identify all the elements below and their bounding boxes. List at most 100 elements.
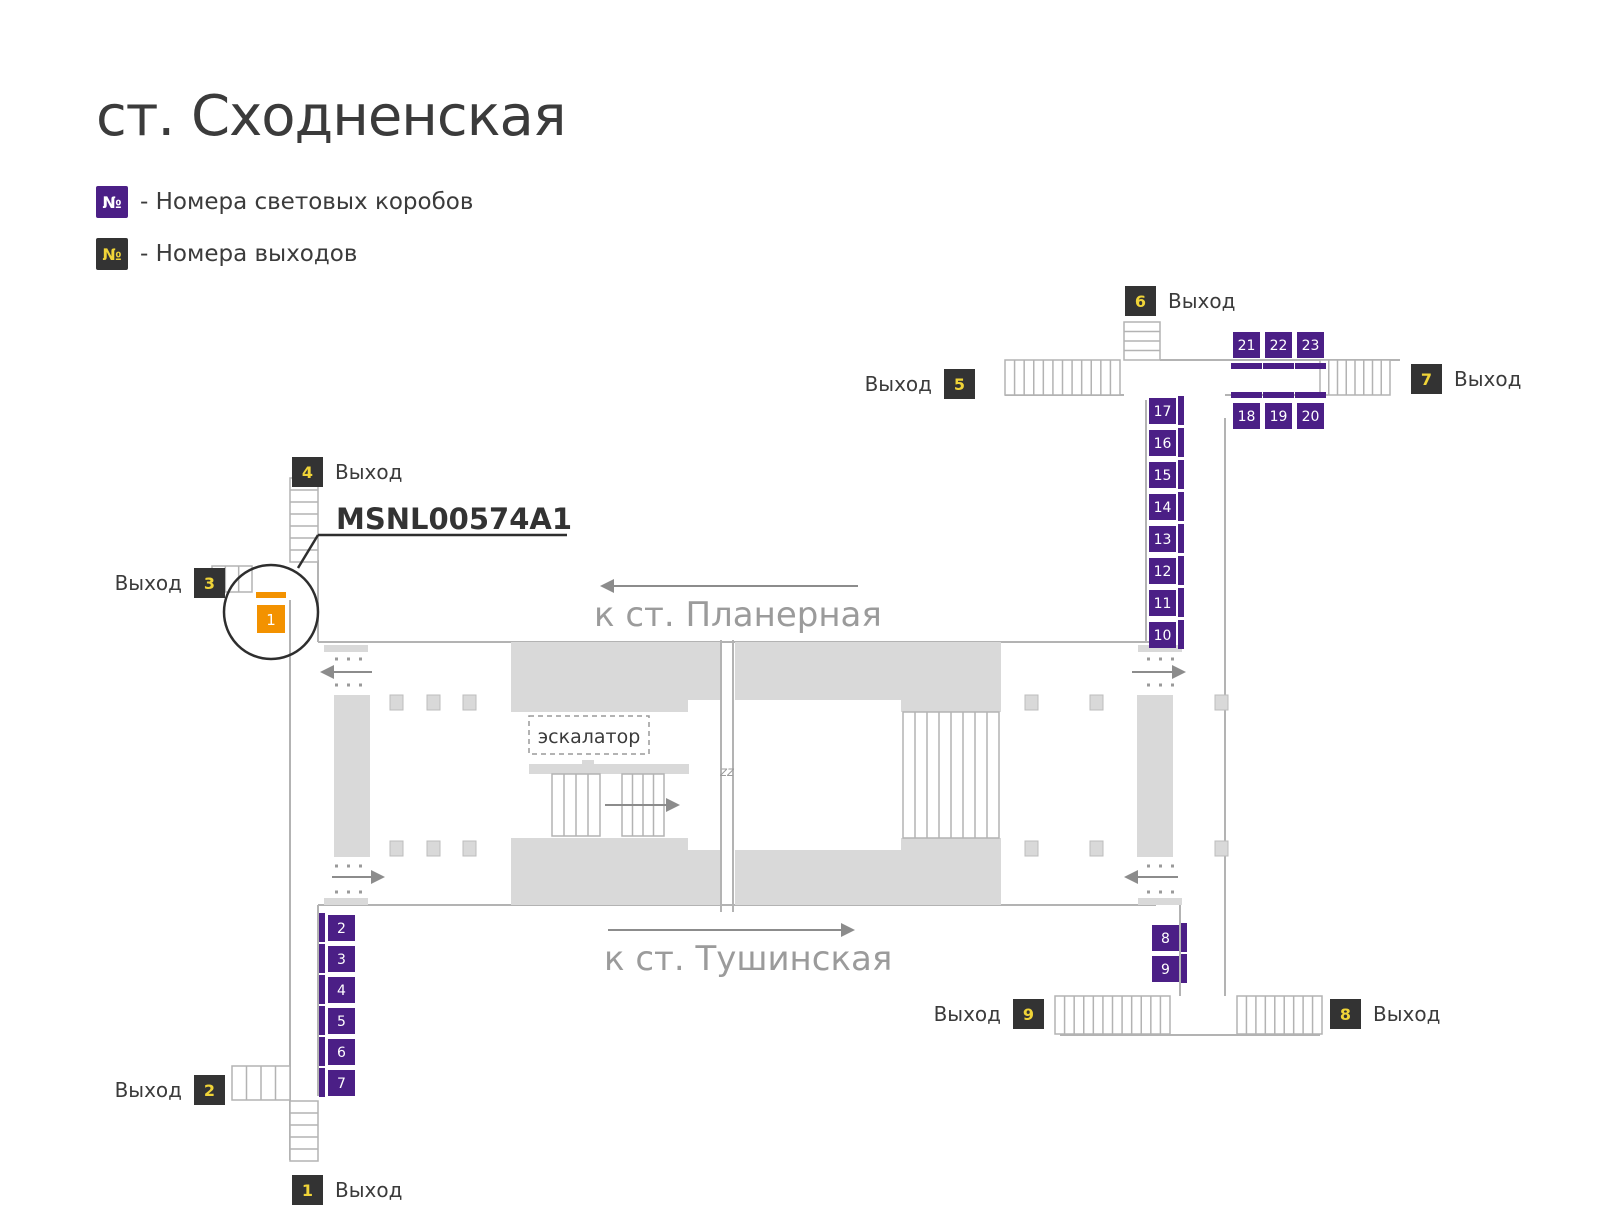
lightbox-number: 4: [337, 983, 346, 999]
exit-number: 1: [302, 1181, 313, 1200]
lightbox-4: 4: [319, 975, 355, 1004]
platform-column: [1214, 694, 1229, 711]
lightbox-number: 22: [1270, 338, 1288, 354]
lightbox-17: 17: [1149, 396, 1184, 425]
doorway-sill: [324, 645, 368, 652]
lightbox-number: 8: [1161, 931, 1170, 947]
platform-column: [1089, 840, 1104, 857]
doorway-arrow: [320, 665, 372, 679]
lightbox-14: 14: [1149, 492, 1184, 521]
exit-badge: [194, 568, 225, 598]
platform-column: [389, 694, 404, 711]
lightbox-20: 20: [1295, 392, 1326, 429]
doorway-sill: [1138, 898, 1182, 905]
lightbox-5: 5: [319, 1006, 355, 1035]
direction-label-top: к ст. Планерная: [594, 595, 882, 635]
track-block: [735, 642, 901, 700]
lightbox-bar: [1178, 620, 1184, 649]
lightbox-22: 22: [1263, 332, 1294, 369]
lightbox-bar: [319, 975, 325, 1004]
exit8-stairs: [1236, 995, 1323, 1035]
lightbox-badge: [1149, 622, 1176, 648]
legend-lightbox-row: № - Номера световых коробов: [96, 186, 473, 218]
lightbox-number: 3: [337, 952, 346, 968]
lightbox-bar: [319, 1037, 325, 1066]
lightbox-badge: [328, 1039, 355, 1065]
exit2-stairs: [231, 1065, 291, 1101]
lightbox-bar: [319, 1006, 325, 1035]
lightbox-badge: [1149, 526, 1176, 552]
lightbox-badge: [328, 977, 355, 1003]
lightbox-19: 19: [1263, 392, 1294, 429]
arrow-head: [1124, 870, 1138, 884]
exit5-stairs: [1004, 359, 1121, 396]
lightbox-number: 20: [1302, 409, 1320, 425]
exit-number: 5: [954, 375, 965, 394]
lightbox-7: 7: [319, 1068, 355, 1097]
track-block: [511, 838, 688, 905]
lightbox-badge: [1149, 494, 1176, 520]
lightbox-number: 15: [1154, 468, 1172, 484]
exit-badge: [292, 457, 323, 487]
lightbox-badge: [1149, 398, 1176, 424]
lightbox-bar: [1178, 524, 1184, 553]
station-title: ст. Сходненская: [96, 84, 567, 149]
lightbox-23: 23: [1295, 332, 1326, 369]
exit4-stairs: [289, 477, 319, 563]
platform-column: [1089, 694, 1104, 711]
escalator-label: эскалатор: [538, 726, 641, 748]
exit7-stairs: [1319, 359, 1391, 396]
lightbox-15: 15: [1149, 460, 1184, 489]
station-structure: [211, 321, 1400, 1162]
doorway-sill: [1138, 645, 1182, 652]
lightbox-badge: [1152, 925, 1179, 951]
lightbox-bar: [1295, 363, 1326, 369]
track-break-mark: zz: [719, 765, 735, 780]
exit-label: Выход: [115, 1078, 182, 1102]
exit-number: 6: [1135, 292, 1146, 311]
lightbox-badge: [328, 1070, 355, 1096]
lightbox-16: 16: [1149, 428, 1184, 457]
exit-badge: [1330, 999, 1361, 1029]
lightbox-21: 21: [1231, 332, 1262, 369]
escalator-steps-left: [551, 773, 601, 837]
lightbox-badge: [1297, 332, 1324, 358]
lightbox-number: 17: [1154, 404, 1172, 420]
platform-bench: [1137, 695, 1173, 857]
exit-label: Выход: [865, 372, 932, 396]
highlight-lightbox-bar: [256, 592, 286, 598]
stairs-outline: [1236, 995, 1323, 1035]
escalator-direction-arrow: [605, 798, 680, 812]
lightbox-badge: [328, 1008, 355, 1034]
track-block: [901, 642, 1001, 712]
lightbox-8: 8: [1152, 923, 1187, 952]
lightbox-number: 13: [1154, 532, 1172, 548]
lightbox-bar: [319, 913, 325, 942]
highlight-lightbox-number: 1: [266, 611, 276, 629]
lightbox-number: 19: [1270, 409, 1288, 425]
lightbox-number: 11: [1154, 596, 1172, 612]
lightbox-badge: [1297, 403, 1324, 429]
lightbox-badge: [1149, 430, 1176, 456]
direction-label-bottom: к ст. Тушинская: [604, 939, 892, 979]
lightbox-bar: [1178, 428, 1184, 457]
exit-label: Выход: [335, 1178, 402, 1202]
track-block: [688, 850, 720, 905]
lightbox-number: 16: [1154, 436, 1172, 452]
platform-column: [462, 840, 477, 857]
exit-number: 9: [1023, 1005, 1034, 1024]
exit-label: Выход: [1454, 367, 1521, 391]
lightbox-18: 18: [1231, 392, 1262, 429]
platform-column: [389, 840, 404, 857]
track-block: [688, 642, 720, 700]
lightbox-10: 10: [1149, 620, 1184, 649]
exit-number: 4: [302, 463, 313, 482]
exit1-stairs: [289, 1100, 319, 1162]
exit-5: 5 Выход: [865, 369, 975, 399]
legend-exit-swatch: №: [96, 238, 128, 270]
platform-column: [426, 840, 441, 857]
lightbox-6: 6: [319, 1037, 355, 1066]
